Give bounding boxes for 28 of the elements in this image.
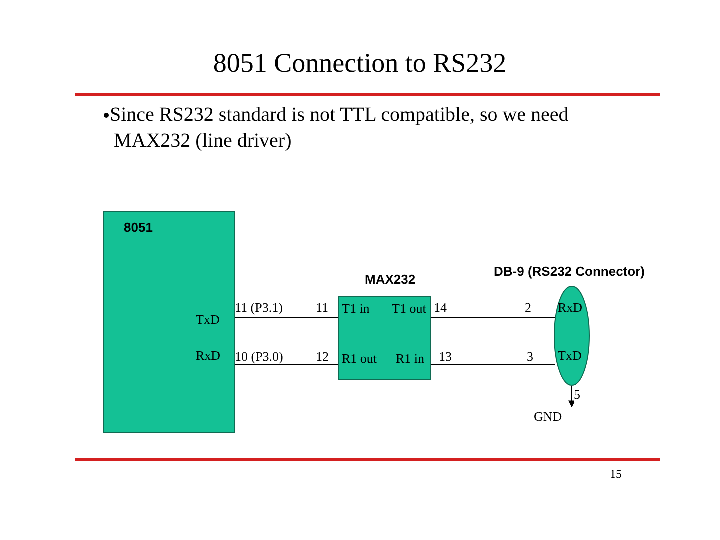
pin-number: 11 (P3.1) — [235, 300, 283, 316]
pin-number: 10 (P3.0) — [235, 349, 284, 365]
pin-name: TxD — [558, 348, 582, 364]
chip-label: 8051 — [124, 220, 153, 235]
wire — [430, 364, 556, 366]
pin-number: 5 — [574, 388, 580, 402]
pin-name: RxD — [196, 348, 221, 364]
connector-label: DB-9 (RS232 Connector) — [494, 264, 645, 279]
pin-number: 14 — [434, 300, 447, 316]
pin-number: 3 — [527, 349, 534, 365]
wire — [234, 364, 338, 366]
arrow — [568, 386, 576, 408]
chip-box — [103, 211, 235, 433]
slide-title: 8051 Connection to RS232 — [212, 48, 508, 79]
pin-number: 13 — [439, 349, 452, 365]
pin-name: RxD — [558, 300, 583, 316]
pin-number: 12 — [316, 349, 329, 365]
ground-label: GND — [534, 409, 562, 425]
chip-label: MAX232 — [365, 272, 416, 287]
pin-name: TxD — [196, 312, 220, 328]
page-number: 15 — [610, 467, 622, 482]
pin-name: R1 out — [342, 351, 378, 367]
pin-name: T1 in — [342, 301, 370, 317]
pin-number: 2 — [525, 300, 532, 316]
pin-number: 11 — [316, 300, 329, 316]
pin-name: R1 in — [396, 351, 425, 367]
bullet-text: Since RS232 standard is not TTL compatible, so we need MAX232 (line driver) — [110, 103, 570, 154]
pin-name: T1 out — [392, 301, 426, 317]
